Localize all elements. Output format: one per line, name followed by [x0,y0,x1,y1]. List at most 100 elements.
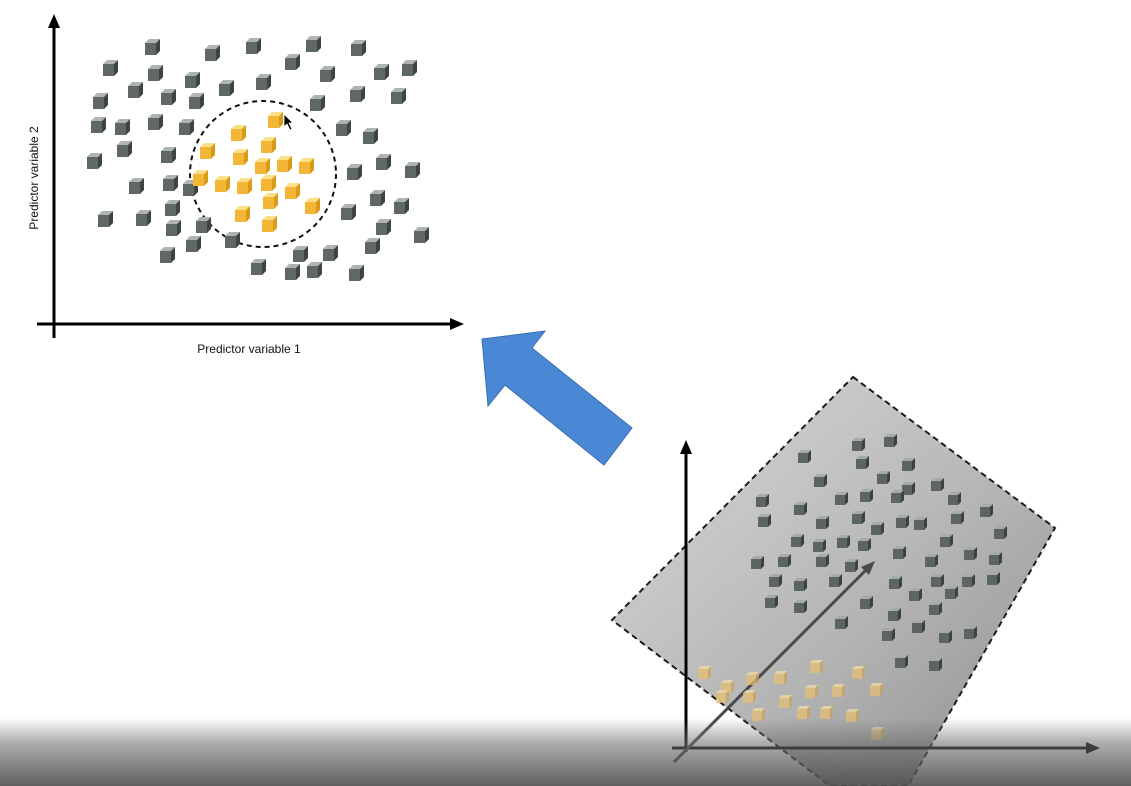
grey-cube [117,141,132,157]
grey-cube-3d [994,526,1007,539]
grey-cube-3d [891,490,904,503]
orange-cube-3d [852,666,865,679]
orange-cube [261,137,276,153]
grey-cube-3d [893,546,906,559]
orange-cube [285,183,300,199]
orange-cube [233,149,248,165]
grey-cube-3d [989,552,1002,565]
grey-cube [219,80,234,96]
x-axis-label: Predictor variable 1 [197,342,301,356]
grey-cube [87,153,102,169]
grey-cube [347,164,362,180]
grey-cube-3d [860,489,873,502]
orange-cube-3d [752,708,765,721]
grey-cube-3d [794,600,807,613]
orange-cube [263,193,278,209]
grey-cube [306,36,321,52]
grey-cube-3d [751,556,764,569]
grey-cube [98,211,113,227]
orange-cube-3d [810,660,823,673]
grey-cube-3d [940,534,953,547]
grey-cube [376,219,391,235]
grey-cube [376,154,391,170]
grey-cube-3d [858,538,871,551]
grey-cube [115,119,130,135]
orange-cube-3d [805,685,818,698]
grey-cube [350,86,365,102]
left-2d-chart: Predictor variable 1 Predictor variable … [27,14,464,356]
grey-cube-3d [948,492,961,505]
grey-cube-3d [931,574,944,587]
transform-arrow [481,330,633,466]
grey-cube-3d [980,504,993,517]
orange-cube-3d [870,683,883,696]
grey-cube-3d [929,658,942,671]
horizontal-axis-arrowhead [1086,742,1100,754]
orange-cubes [193,112,320,232]
grey-cube [391,88,406,104]
mouse-pointer-icon [283,113,294,131]
grey-cube-3d [794,578,807,591]
grey-cubes [87,36,429,281]
grey-cube-3d [837,535,850,548]
y-axis-label: Predictor variable 2 [27,126,41,230]
grey-cube-3d [791,534,804,547]
grey-cube-3d [756,494,769,507]
grey-cube-3d [778,554,791,567]
grey-cube [320,66,335,82]
orange-cube-3d [698,666,711,679]
grey-cube [225,232,240,248]
orange-cube-3d [746,672,759,685]
orange-cube [235,206,250,222]
orange-cube [237,178,252,194]
grey-cube [93,93,108,109]
grey-cube [246,38,261,54]
grey-cube [323,245,338,261]
grey-cube [365,238,380,254]
grey-cube-3d [814,474,827,487]
grey-cube [251,259,266,275]
orange-cube-3d [779,695,792,708]
orange-cube-3d [774,671,787,684]
grey-cube-3d [765,595,778,608]
orange-cube [193,170,208,186]
orange-cube [305,198,320,214]
grey-cube [349,265,364,281]
grey-cube [374,64,389,80]
grey-cube-3d [931,478,944,491]
grey-cube [186,236,201,252]
orange-cube [299,158,314,174]
grey-cube-3d [877,471,890,484]
grey-cube-3d [798,450,811,463]
grey-cube-3d [856,456,869,469]
grey-cube [136,210,151,226]
orange-cube-3d [716,690,729,703]
grey-cube-3d [816,554,829,567]
grey-cube [129,178,144,194]
grey-cube-3d [951,511,964,524]
grey-cube-3d [962,574,975,587]
grey-cube-3d [888,608,901,621]
grey-cube [103,60,118,76]
right-3d-diagram [610,375,1100,786]
grey-cube-3d [835,616,848,629]
orange-cube-3d [820,706,833,719]
orange-cube [277,156,292,172]
grey-cube [405,162,420,178]
grey-cube [351,40,366,56]
grey-cube-3d [895,655,908,668]
grey-cube [394,198,409,214]
grey-cube-3d [813,539,826,552]
grey-cube-3d [794,502,807,515]
grey-cube-3d [914,517,927,530]
grey-cube [336,120,351,136]
grey-cube-3d [896,515,909,528]
grey-cube [165,200,180,216]
grey-cube [128,82,143,98]
grey-cube [161,147,176,163]
orange-cube-3d [797,706,810,719]
orange-cube [215,176,230,192]
grey-cube-3d [882,628,895,641]
grey-cube-3d [769,574,782,587]
